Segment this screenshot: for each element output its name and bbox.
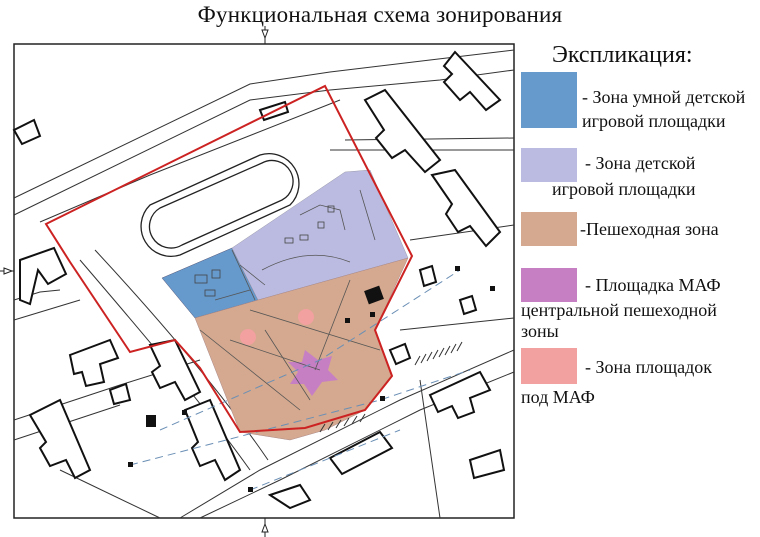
legend-label-smart-playground: - Зона умной детской	[582, 87, 746, 107]
legend-label-maf-sites-2: под МАФ	[521, 387, 595, 407]
playground-equipment	[194, 205, 335, 297]
section-marker-top	[261, 26, 269, 44]
zone-maf-central	[288, 350, 338, 396]
legend-swatch-maf-central	[521, 268, 577, 302]
stadium-track	[140, 152, 300, 258]
building	[468, 448, 506, 480]
axis-markers	[128, 266, 495, 492]
section-marker-left	[0, 267, 14, 275]
building	[108, 382, 132, 406]
building	[19, 246, 68, 306]
building	[68, 338, 120, 388]
legend-label-smart-playground-2: игровой площадки	[582, 111, 726, 131]
legend-label-maf-central-2: центральной пешеходной	[521, 300, 717, 320]
building	[428, 370, 492, 420]
section-marker-bottom	[261, 518, 269, 537]
view-axis	[129, 269, 471, 491]
building	[442, 50, 502, 112]
legend-label-playground-2: игровой площадки	[552, 179, 696, 199]
building	[328, 430, 394, 476]
legend-title: Экспликация:	[552, 42, 693, 68]
zone-maf-site	[298, 309, 314, 325]
legend-swatch-pedestrian	[521, 212, 577, 246]
site-boundary	[44, 84, 414, 434]
building	[430, 168, 502, 248]
building	[183, 398, 242, 482]
buildings	[12, 50, 506, 510]
parking	[319, 341, 463, 433]
legend-label-playground: - Зона детской	[585, 153, 696, 173]
legend-swatch-playground	[521, 148, 577, 182]
building	[388, 342, 412, 366]
building-dark	[364, 285, 384, 305]
building	[148, 338, 202, 402]
building	[267, 483, 312, 510]
legend-swatch-smart-playground	[521, 72, 577, 128]
building	[12, 118, 42, 146]
building	[28, 398, 92, 480]
building	[363, 88, 442, 174]
footpaths	[199, 189, 381, 411]
legend-swatch-maf-sites	[521, 348, 577, 384]
legend-label-maf-central-3: зоны	[521, 321, 559, 341]
building-dark	[146, 415, 156, 427]
building	[418, 264, 438, 288]
zone-maf-site	[240, 329, 256, 345]
building	[458, 294, 478, 316]
legend-label-maf-central: - Площадка МАФ	[585, 275, 721, 295]
map-title: Функциональная схема зонирования	[197, 2, 563, 27]
legend-label-pedestrian: -Пешеходная зона	[580, 219, 719, 239]
legend-label-maf-sites: - Зона площадок	[585, 357, 713, 377]
